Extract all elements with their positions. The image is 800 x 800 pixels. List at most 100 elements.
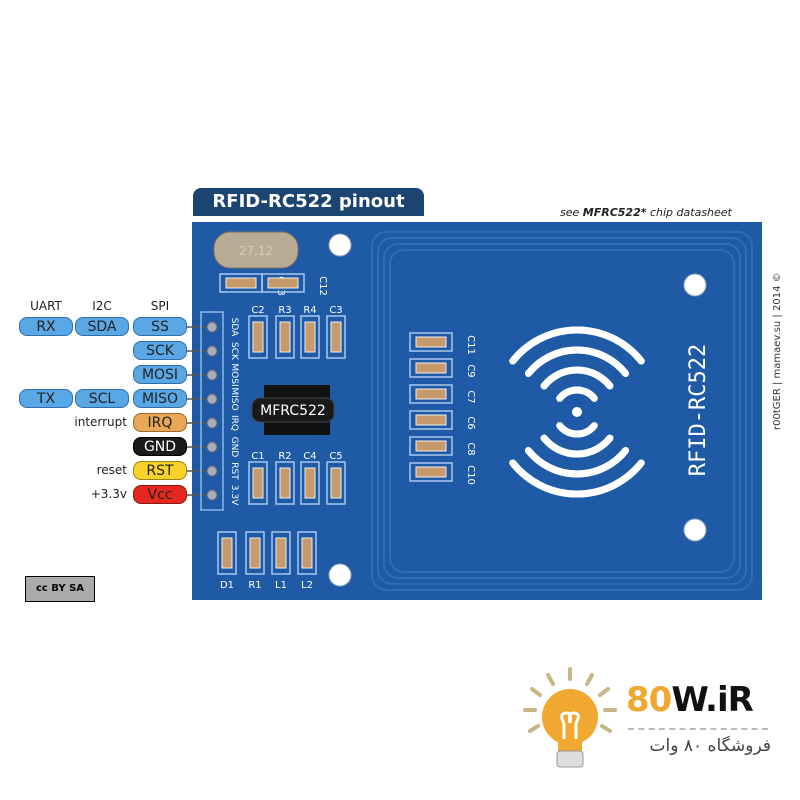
svg-text:C3: C3 (329, 305, 342, 316)
logo-wordmark-80: 80 (626, 680, 672, 720)
pin-label-tx: TX (19, 389, 73, 408)
wave-arc (524, 447, 630, 478)
silkscreen-pin-label: RST (229, 462, 239, 480)
header-uart: UART (30, 299, 62, 313)
pin-label-scl: SCL (75, 389, 129, 408)
component-r1: R1 (245, 531, 265, 591)
pin-label-ss: SS (133, 317, 187, 336)
diagram-title: RFID-RC522 pinout (193, 188, 424, 216)
wave-arc (524, 346, 630, 377)
component-c1: C1 (248, 451, 268, 505)
silkscreen-pin-label: IRQ (229, 415, 239, 431)
crystal-label: 27.12 (239, 244, 273, 258)
component-c2: C2 (248, 305, 268, 359)
note-prefix: see (560, 206, 583, 219)
mount-hole (683, 273, 707, 297)
component-r3: R3 (275, 305, 295, 359)
note-suffix: chip datasheet (646, 206, 732, 219)
svg-text:R4: R4 (303, 305, 316, 316)
logo-wordmark-wir: W.iR (671, 680, 753, 720)
header-pin (206, 369, 218, 381)
wave-arc (556, 422, 598, 438)
header-pin (206, 465, 218, 477)
wave-center (572, 407, 582, 417)
component-d1: D1 (217, 531, 237, 591)
wave-arc (540, 434, 614, 458)
svg-text:D1: D1 (220, 580, 234, 591)
svg-text:C12: C12 (317, 276, 328, 296)
silkscreen-pin-label: MOSI (229, 363, 239, 386)
wave-arc (509, 326, 645, 365)
credit-text: r00tGER | mamaev.su | 2014 © (772, 272, 783, 430)
silkscreen-pin-label: 3.3V (229, 485, 239, 506)
wave-arc (540, 366, 614, 390)
component-c6: C6 (409, 410, 476, 430)
component-c3: C3 (326, 305, 346, 359)
header-spi: SPI (150, 299, 170, 313)
svg-text:C2: C2 (251, 305, 264, 316)
antenna-coil (371, 231, 753, 591)
datasheet-note: see MFRC522* chip datasheet (560, 206, 732, 219)
pin-label-vcc: Vcc (133, 485, 187, 504)
svg-text:C10: C10 (465, 465, 476, 485)
rfid-wave-symbol (509, 326, 645, 498)
header-pin (206, 489, 218, 501)
header-pin (206, 417, 218, 429)
pin-label-miso: MISO (133, 389, 187, 408)
antenna-trace (383, 243, 741, 579)
svg-text:L2: L2 (301, 580, 313, 591)
pin-label-rst: RST (133, 461, 187, 480)
svg-text:L1: L1 (275, 580, 287, 591)
component-c5: C5 (326, 451, 346, 505)
silkscreen-pin-label: SCK (229, 342, 239, 361)
component-c9: C9 (409, 358, 476, 378)
header-i2c: I2C (92, 299, 112, 313)
pin-function-note: reset (96, 463, 127, 477)
pin-label-irq: IRQ (133, 413, 187, 432)
svg-text:C4: C4 (303, 451, 316, 462)
wave-arc (509, 459, 645, 498)
svg-text:C8: C8 (465, 442, 476, 455)
svg-text:C1: C1 (251, 451, 264, 462)
antenna-trace (389, 249, 735, 573)
note-chip: MFRC522* (582, 206, 647, 219)
pin-label-mosi: MOSI (133, 365, 187, 384)
component-c8: C8 (409, 436, 476, 456)
chip-label-bg (251, 397, 335, 423)
silkscreen-pin-label: MISO (229, 387, 239, 410)
svg-text:R3: R3 (278, 305, 291, 316)
component-r2: R2 (275, 451, 295, 505)
mount-hole (328, 563, 352, 587)
antenna-trace (371, 231, 753, 591)
header-pin (206, 441, 218, 453)
svg-text:C9: C9 (465, 364, 476, 377)
lightbulb-logo-icon (523, 667, 617, 768)
cc-license-badge: cc BY SA (25, 576, 95, 602)
logo-wordmark: 80W.iR (626, 680, 754, 720)
component-c12: C12 (261, 273, 328, 296)
antenna-label: RFID-RC522 (686, 344, 711, 476)
pin-label-gnd: GND (133, 437, 187, 456)
component-l1: L1 (271, 531, 291, 591)
logo-subtitle: فروشگاه ۸۰ وات (649, 736, 771, 756)
pin-label-sda: SDA (75, 317, 129, 336)
crystal (213, 231, 299, 269)
mount-hole (683, 518, 707, 542)
svg-text:C7: C7 (465, 390, 476, 403)
component-c11: C11 (409, 332, 476, 355)
silkscreen-pin-label: GND (229, 437, 239, 458)
svg-text:C11: C11 (465, 335, 476, 355)
svg-text:C6: C6 (465, 416, 476, 429)
mount-hole (328, 233, 352, 257)
chip-label: MFRC522 (260, 403, 326, 419)
component-l2: L2 (297, 531, 317, 591)
pin-label-rx: RX (19, 317, 73, 336)
silkscreen-pin-label: SDA (229, 318, 239, 337)
component-r4: R4 (300, 305, 320, 359)
svg-text:R1: R1 (248, 580, 261, 591)
header-outline (200, 311, 224, 511)
component-c10: C10 (409, 462, 476, 485)
